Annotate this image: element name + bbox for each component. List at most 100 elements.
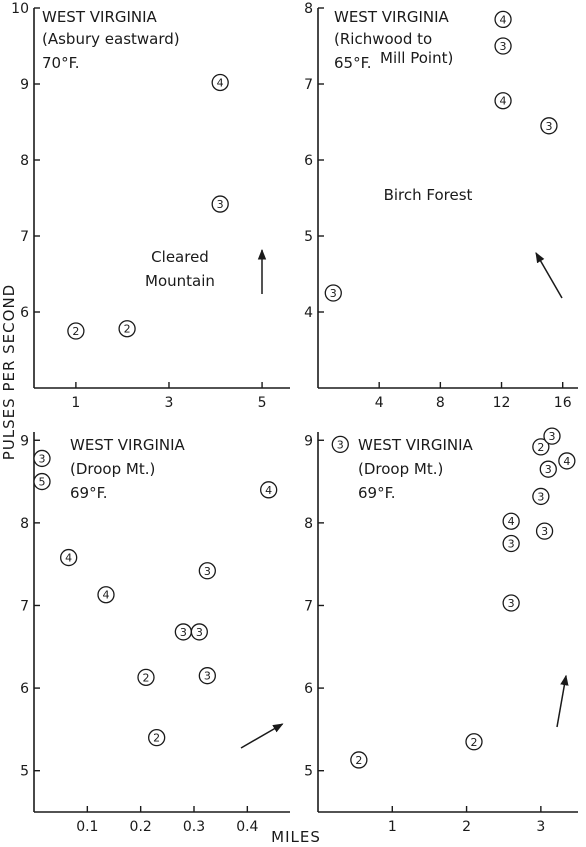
data-point-label: 2 [124,323,131,336]
y-tick-label: 9 [20,433,29,449]
data-point [540,117,558,135]
data-point-label: 3 [217,198,224,211]
data-point [148,729,166,747]
data-point-label: 3 [508,538,515,551]
data-point [535,522,554,540]
data-point [60,548,78,567]
x-tick-label: 12 [493,395,511,411]
data-point [324,284,342,302]
data-point [33,449,51,468]
panel-label-line: 69°F. [358,484,396,502]
data-point [350,751,368,769]
y-tick-label: 7 [20,598,29,614]
y-tick-label: 6 [20,305,29,321]
x-tick-label: 0.2 [130,819,152,835]
data-point-label: 4 [265,484,272,497]
data-point [211,73,229,92]
data-point-label: 2 [471,736,478,749]
data-point-label: 3 [204,670,211,683]
data-point-label: 3 [204,565,211,578]
y-tick-label: 6 [20,681,29,697]
data-point-label: 2 [72,325,79,338]
x-tick-label: 2 [462,819,471,835]
data-point [494,10,512,29]
panel-label-line: WEST VIRGINIA [358,436,474,454]
data-point [532,438,550,456]
data-point-label: 3 [537,490,544,503]
data-point [539,460,557,478]
x-tick-label: 3 [165,395,174,411]
panel-label-line: 70°F. [42,54,80,72]
y-tick-label: 8 [20,153,29,169]
data-point [494,92,512,110]
data-point [33,472,51,491]
data-point-label: 3 [337,438,344,451]
data-point [502,512,520,530]
data-point-label: 3 [330,287,337,300]
data-point-label: 3 [180,626,187,639]
data-point [190,623,208,641]
data-point-label: 4 [103,589,110,602]
data-point-label: 5 [39,476,46,489]
x-tick-label: 1 [388,819,397,835]
data-point [502,534,520,553]
panel-label-line: WEST VIRGINIA [42,8,158,26]
x-tick-label: 8 [436,395,445,411]
data-point [532,487,550,506]
y-tick-label: 7 [304,77,313,93]
data-point-label: 2 [153,732,160,745]
y-tick-label: 8 [304,516,313,532]
data-point-label: 3 [541,525,548,538]
x-tick-label: 0.4 [236,819,258,835]
data-point [97,586,115,604]
data-point-label: 4 [65,552,72,565]
y-tick-label: 9 [20,77,29,93]
y-tick-label: 5 [20,764,29,780]
data-point-label: 4 [500,13,507,26]
habitat-annotation: Cleared [151,248,209,266]
data-point [543,427,561,445]
x-tick-label: 1 [71,395,80,411]
y-tick-label: 8 [304,1,313,17]
direction-arrow [535,252,563,299]
data-point-label: 3 [549,430,556,443]
direction-arrow [556,674,569,728]
y-axis-title: PULSES PER SECOND [0,284,18,460]
data-point [502,594,520,612]
y-tick-label: 5 [304,229,313,245]
y-tick-label: 6 [304,681,313,697]
y-tick-label: 7 [304,598,313,614]
data-point-label: 3 [500,40,507,53]
x-axis-title: MILES [271,828,321,846]
y-tick-label: 7 [20,229,29,245]
y-tick-label: 8 [20,516,29,532]
data-point [465,733,483,751]
data-point [260,481,278,499]
panel-label-line: WEST VIRGINIA [334,8,450,26]
data-point-label: 3 [508,597,515,610]
data-point-label: 3 [545,120,552,133]
panel-label-line: WEST VIRGINIA [70,436,186,454]
data-point-label: 3 [545,463,552,476]
data-point [494,37,512,55]
panel-label-line: (Richwood to [334,30,432,48]
habitat-annotation: Mountain [145,272,215,290]
panel-label-line: 69°F. [70,484,108,502]
y-tick-label: 4 [304,305,313,321]
x-tick-label: 0.1 [76,819,98,835]
data-point-label: 4 [217,76,224,89]
data-point-label: 4 [508,515,515,528]
x-tick-label: 5 [258,395,267,411]
data-point-label: 4 [563,455,570,468]
x-tick-label: 16 [554,395,572,411]
y-tick-label: 5 [304,764,313,780]
data-point-label: 2 [355,754,362,767]
x-tick-label: 0.3 [183,819,205,835]
data-point-label: 3 [39,452,46,465]
data-point-label: 3 [196,626,203,639]
